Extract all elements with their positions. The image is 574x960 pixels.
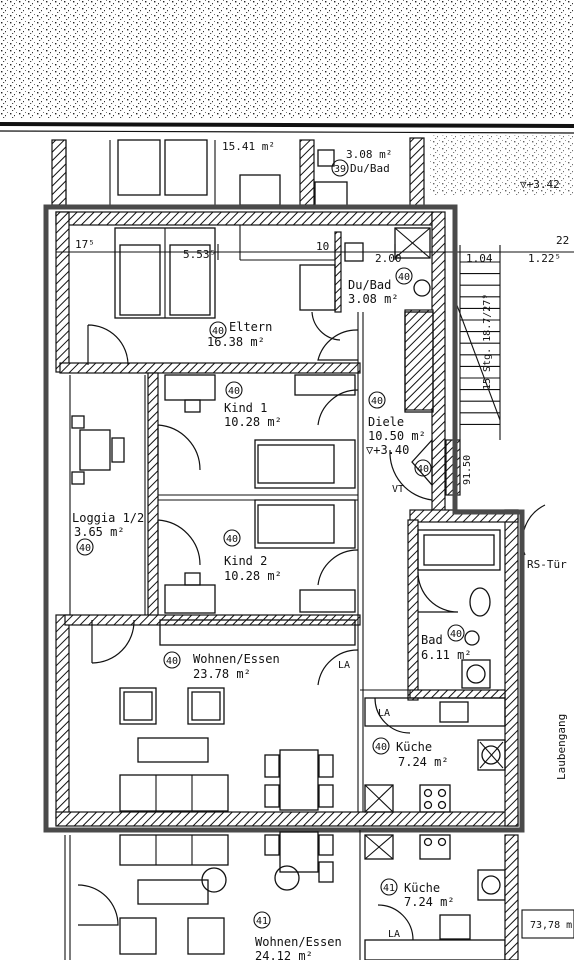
dining-table	[279, 749, 319, 811]
bottom-wohnen-name: Wohnen/Essen	[255, 935, 342, 949]
kueche-area: 7.24 m²	[398, 755, 449, 769]
desk	[164, 584, 216, 614]
neighbor-unit-bottom: 41 Küche 7.24 m² 41 Wohnen/Essen 24.12 m…	[64, 830, 574, 960]
desk	[164, 374, 216, 401]
rs-door-label: RS-Tür	[527, 558, 567, 571]
dubad-name: Du/Bad	[348, 278, 391, 292]
loggia-num: 40	[79, 543, 91, 554]
doors	[87, 311, 546, 734]
dubad-area: 3.08 m²	[348, 292, 399, 306]
kitchen-counter	[364, 697, 506, 727]
la-label-2: LA	[378, 708, 390, 719]
top-dubad-name: Du/Bad	[350, 162, 390, 175]
sofa	[119, 774, 229, 812]
bad-name: Bad	[421, 633, 443, 647]
la-label-1: LA	[338, 660, 350, 671]
level-top: ▽+3.42	[520, 178, 560, 191]
dimension-line-top: 17⁵ 5.53⁵ 10 2.00 1.04 1.22⁵ 22	[56, 234, 574, 265]
diele-area: 10.50 m²	[368, 429, 426, 443]
furniture	[71, 227, 506, 813]
dim-d3: 10	[316, 240, 329, 253]
kind1-num: 40	[228, 386, 240, 397]
bottom-kueche-area: 7.24 m²	[404, 895, 455, 909]
dim-d4: 2.00	[375, 252, 402, 265]
dim-d7: 22	[556, 234, 569, 247]
loggia-table	[79, 429, 111, 471]
top-dubad-area: 3.08 m²	[346, 148, 392, 161]
top-room-area: 15.41 m²	[222, 140, 275, 153]
wohnen-num: 40	[166, 656, 178, 667]
armchair	[119, 687, 157, 725]
bad-num: 40	[450, 629, 462, 640]
dim-d6: 1.22⁵	[528, 252, 561, 265]
bathtub	[417, 529, 501, 571]
coffee-table	[137, 737, 209, 763]
exterior-speckle-top	[0, 0, 574, 118]
bad-area: 6.11 m²	[421, 648, 472, 662]
stove	[419, 784, 451, 813]
apartment-outline	[43, 204, 525, 833]
exterior-speckle-right	[430, 135, 574, 195]
armchair	[187, 687, 225, 725]
stair-label: 15 Stg. 18.7/27⁹	[482, 294, 493, 390]
wohnen-name: Wohnen/Essen	[193, 652, 280, 666]
dim-d1: 17⁵	[75, 238, 95, 251]
dim-d2: 5.53⁵	[183, 248, 216, 261]
bottom-kueche-num: 41	[383, 883, 395, 894]
svg-text:3.08 m²: 3.08 m²	[346, 148, 392, 161]
eltern-area: 16.38 m²	[207, 335, 265, 349]
svg-text:40: 40	[417, 464, 429, 475]
wall-dimension: 91.50	[462, 455, 473, 485]
laubengang-label: Laubengang	[555, 714, 568, 780]
building-edge-line	[0, 122, 574, 128]
bottom-kueche-name: Küche	[404, 881, 440, 895]
top-dubad-num: 39	[334, 164, 346, 175]
eltern-name: Eltern	[229, 320, 272, 334]
diele-num: 40	[371, 396, 383, 407]
dubad-num: 40	[398, 272, 410, 283]
bed	[254, 439, 356, 489]
room-labels: 40 Eltern 16.38 m² 40 Du/Bad 3.08 m² 40 …	[72, 267, 472, 769]
kueche-num: 40	[375, 742, 387, 753]
diele-name: Diele	[368, 415, 404, 429]
la-label-3: LA	[388, 929, 400, 940]
shower	[394, 227, 431, 259]
kind2-name: Kind 2	[224, 554, 267, 568]
total-area-label: 73,78 m²	[530, 920, 574, 931]
dim-d5: 1.04	[466, 252, 493, 265]
bottom-wohnen-area: 24.12 m²	[255, 949, 313, 960]
eltern-num: 40	[212, 326, 224, 337]
diele-level: ▽+3.40	[366, 443, 409, 457]
vt-label: VT	[392, 484, 404, 495]
neighbor-unit-top: 15.41 m² 3.08 m² 39 Du/Bad ▽+3.42	[51, 137, 560, 209]
wohnen-area: 23.78 m²	[193, 667, 251, 681]
kind1-name: Kind 1	[224, 401, 267, 415]
loggia-area: 3.65 m²	[74, 525, 125, 539]
vt-triangle	[411, 438, 433, 487]
bottom-wohnen-num: 41	[256, 916, 268, 927]
bed	[254, 499, 356, 549]
kind2-area: 10.28 m²	[224, 569, 282, 583]
loggia-name: Loggia 1/2	[72, 511, 144, 525]
kueche-name: Küche	[396, 740, 432, 754]
kind2-num: 40	[226, 534, 238, 545]
kind1-area: 10.28 m²	[224, 415, 282, 429]
